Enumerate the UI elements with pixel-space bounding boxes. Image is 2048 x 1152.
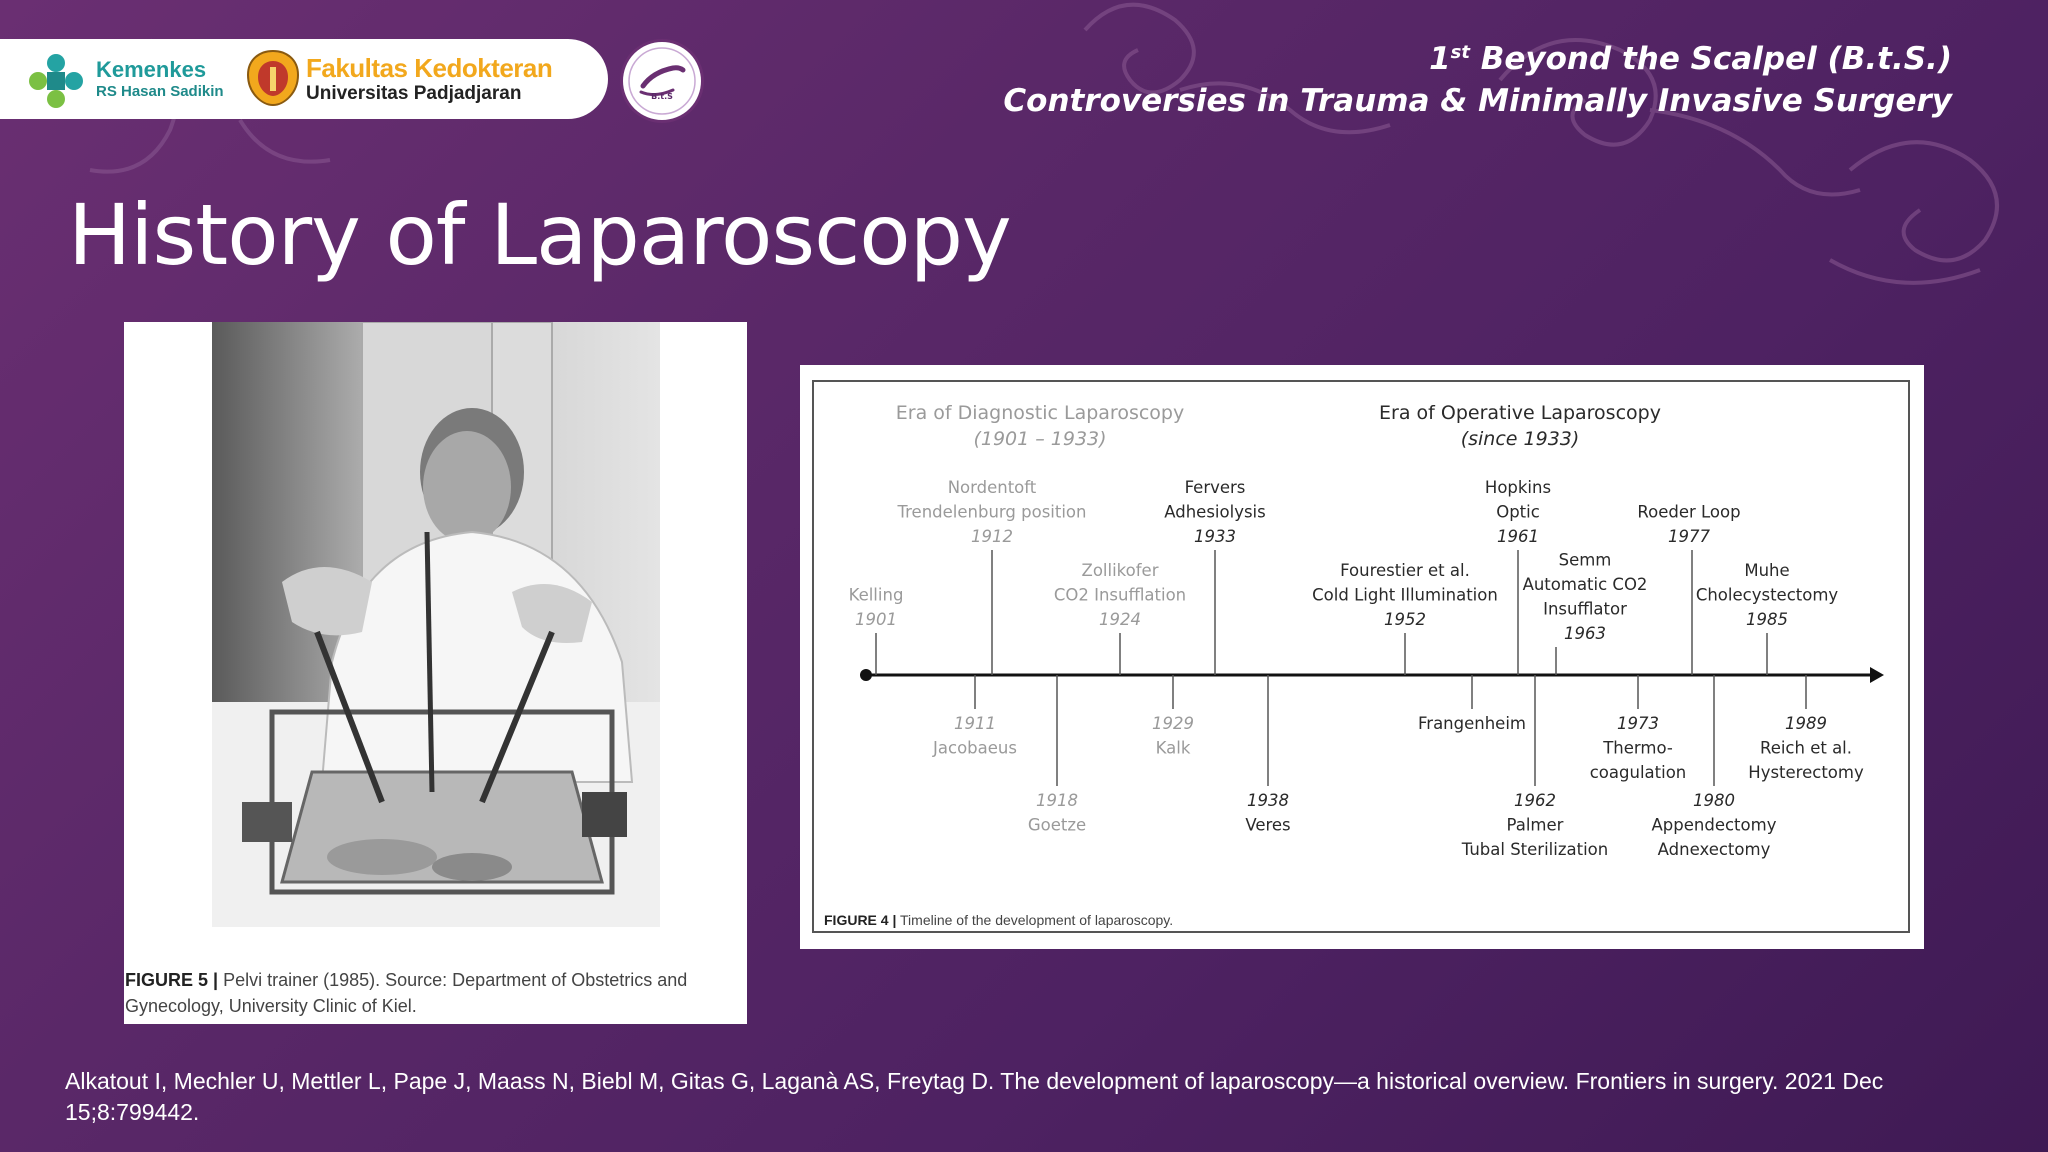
figure-4-panel: Era of Diagnostic Laparoscopy (1901 – 193…	[800, 365, 1924, 949]
event-ordinal-suffix: st	[1450, 42, 1470, 63]
figure-5-label: FIGURE 5 |	[125, 970, 219, 990]
timeline-event-label: Palmer	[1507, 816, 1564, 835]
timeline-event-label: Fourestier et al.	[1340, 561, 1470, 580]
timeline-event-label: Muhe	[1744, 561, 1789, 580]
timeline-event-year: 1918	[1036, 791, 1078, 810]
timeline-event-label: CO2 Insufflation	[1054, 586, 1186, 605]
timeline-era-name: Era of Diagnostic Laparoscopy	[896, 402, 1184, 424]
timeline-era-range: (1901 – 1933)	[973, 428, 1106, 450]
timeline-event-label: Adnexectomy	[1658, 840, 1771, 859]
figure-5-caption-text: Pelvi trainer (1985). Source: Department…	[125, 970, 688, 1016]
timeline-event-year: 1985	[1746, 610, 1788, 629]
university-name: Universitas Padjadjaran	[306, 83, 522, 104]
timeline-event-label: Appendectomy	[1652, 816, 1777, 835]
timeline-event-label: Reich et al.	[1760, 739, 1852, 758]
bts-logo-text: B.t.S	[651, 92, 673, 101]
figure-4-caption-text: Timeline of the development of laparosco…	[896, 912, 1174, 928]
citation-text: Alkatout I, Mechler U, Mettler L, Pape J…	[65, 1068, 1884, 1125]
timeline-event-label: Trendelenburg position	[896, 503, 1086, 522]
timeline-event-label: Roeder Loop	[1637, 503, 1740, 522]
timeline-event-label: Kelling	[849, 586, 904, 605]
timeline-event-year: 1963	[1564, 624, 1606, 643]
event-name: Beyond the Scalpel (B.t.S.)	[1469, 41, 1952, 77]
figure-5-caption: FIGURE 5 | Pelvi trainer (1985). Source:…	[125, 967, 725, 1019]
timeline-event-label: Cholecystectomy	[1696, 586, 1839, 605]
timeline-event-label: Kalk	[1156, 739, 1191, 758]
timeline-event-year: 1977	[1668, 527, 1710, 546]
timeline-event-label: Automatic CO2	[1523, 575, 1648, 594]
timeline-event-label: Zollikofer	[1082, 561, 1159, 580]
timeline-era-range: (since 1933)	[1461, 428, 1580, 450]
bts-logo: B.t.S	[620, 39, 704, 123]
timeline-event-label: Veres	[1245, 816, 1290, 835]
event-header: 1st Beyond the Scalpel (B.t.S.) Controve…	[1003, 38, 1952, 122]
event-subtitle: Controversies in Trauma & Minimally Inva…	[1003, 83, 1952, 119]
timeline-event-year: 1980	[1693, 791, 1735, 810]
timeline-start-dot	[860, 669, 872, 681]
event-title: 1st Beyond the Scalpel (B.t.S.)	[1003, 38, 1952, 80]
timeline-event-label: Semm	[1559, 551, 1612, 570]
faculty-name: Fakultas Kedokteran	[306, 53, 553, 83]
timeline-event-year: 1962	[1514, 791, 1556, 810]
timeline-event-label: Hysterectomy	[1748, 763, 1864, 782]
kemenkes-logo-icon	[29, 54, 83, 108]
timeline-event-label: Nordentoft	[948, 478, 1037, 497]
kemenkes-name: Kemenkes	[96, 57, 207, 82]
timeline-event-year: 1924	[1099, 610, 1141, 629]
timeline-event-label: Goetze	[1028, 816, 1086, 835]
timeline-event-label: coagulation	[1590, 763, 1687, 782]
timeline-event-year: 1973	[1617, 714, 1659, 733]
institution-logo-bar: Kemenkes RS Hasan Sadikin Fakultas Kedok…	[0, 39, 608, 119]
pelvi-trainer-illustration	[212, 322, 660, 927]
timeline-event-label: Optic	[1496, 503, 1540, 522]
timeline-era-name: Era of Operative Laparoscopy	[1379, 402, 1661, 424]
timeline-event-year: 1952	[1384, 610, 1426, 629]
figure-4-frame	[812, 380, 1910, 933]
timeline-event-year: 1933	[1194, 527, 1236, 546]
timeline-event-year: 1911	[954, 714, 996, 733]
timeline-event-label: Insufflator	[1543, 600, 1627, 619]
timeline-arrowhead	[1870, 667, 1884, 683]
timeline-event-label: Jacobaeus	[932, 739, 1017, 758]
kemenkes-hospital-name: RS Hasan Sadikin	[96, 83, 224, 100]
pelvi-trainer-photo	[212, 322, 660, 927]
figure-4-caption: FIGURE 4 | Timeline of the development o…	[824, 912, 1173, 928]
timeline-event-label: Adhesiolysis	[1164, 503, 1265, 522]
figure-4-label: FIGURE 4 |	[824, 912, 897, 928]
timeline-event-label: Cold Light Illumination	[1312, 586, 1498, 605]
timeline-event-year: 1901	[855, 610, 897, 629]
timeline-event-label: Frangenheim	[1418, 714, 1526, 733]
timeline-event-label: Thermo-	[1602, 739, 1673, 758]
timeline-event-year: 1961	[1497, 527, 1539, 546]
timeline-event-label: Hopkins	[1485, 478, 1551, 497]
timeline-event-label: Fervers	[1185, 478, 1246, 497]
unpad-crest-icon	[246, 49, 300, 107]
timeline-event-year: 1989	[1785, 714, 1827, 733]
timeline-event-year: 1938	[1247, 791, 1289, 810]
page-title: History of Laparoscopy	[68, 186, 1012, 284]
figure-5-panel: FIGURE 5 | Pelvi trainer (1985). Source:…	[124, 322, 747, 1024]
timeline-event-year: 1912	[971, 527, 1013, 546]
event-ordinal: 1	[1429, 41, 1451, 77]
laparoscopy-timeline: Era of Diagnostic Laparoscopy (1901 – 193…	[849, 402, 1884, 859]
timeline-event-label: Tubal Sterilization	[1461, 840, 1608, 859]
timeline-event-year: 1929	[1152, 714, 1194, 733]
hand-scalpel-icon	[628, 47, 696, 115]
